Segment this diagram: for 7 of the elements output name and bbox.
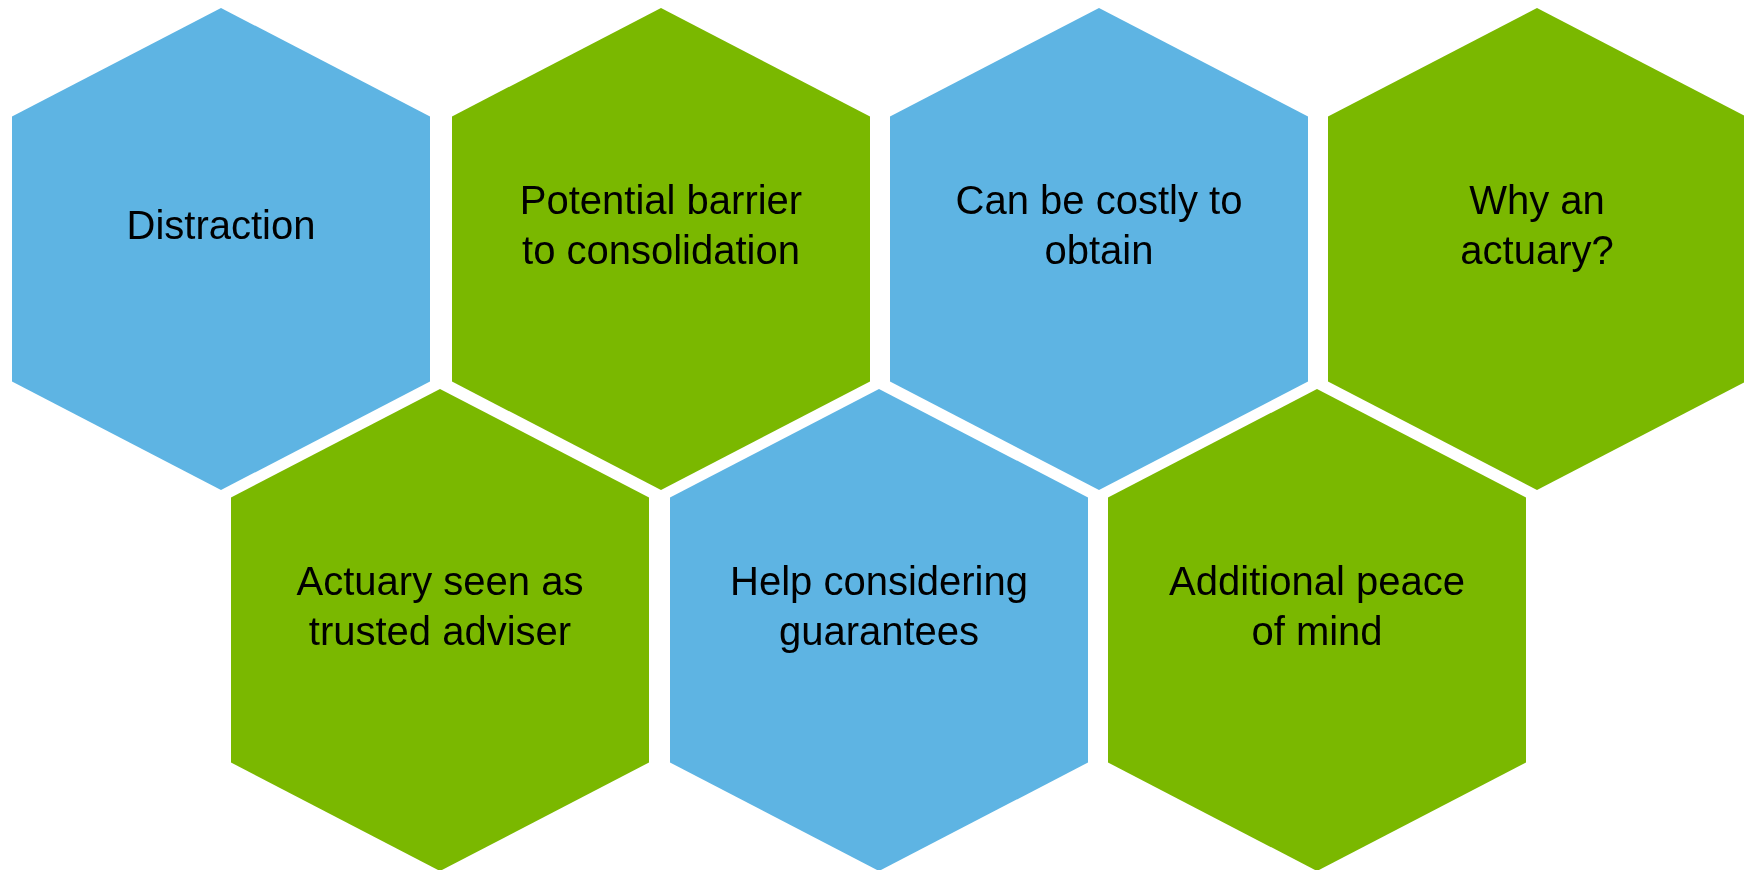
hexagon-label: Potential barrier to consolidation [518, 176, 804, 274]
hexagon-label: Distraction [125, 201, 317, 249]
hexagon-label: Additional peace of mind [1168, 557, 1466, 655]
hexagon-label: Can be costly to obtain [954, 176, 1244, 274]
hexagon-label: Help considering guarantees [729, 557, 1029, 655]
hexagon-label: Actuary seen as trusted adviser [295, 557, 585, 655]
hexagon-label: Why an actuary? [1459, 176, 1615, 274]
